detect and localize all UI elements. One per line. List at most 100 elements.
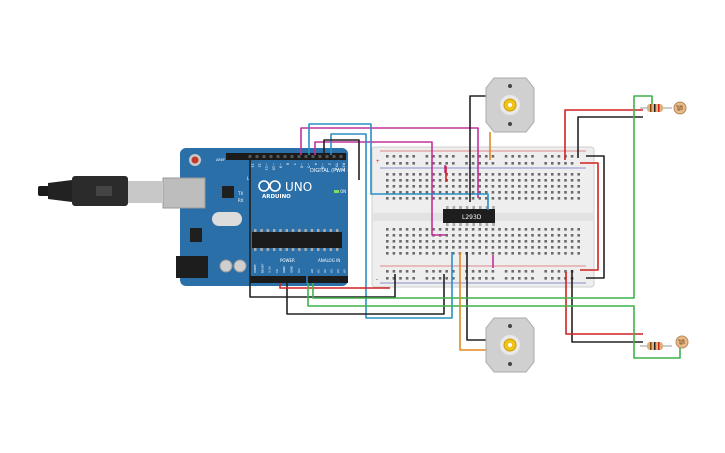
breadboard-hole[interactable] (570, 191, 574, 194)
breadboard-hole[interactable] (551, 246, 554, 249)
breadboard-hole[interactable] (491, 246, 495, 249)
breadboard-hole[interactable] (518, 173, 521, 176)
breadboard-hole[interactable] (485, 162, 488, 165)
breadboard-hole[interactable] (511, 277, 514, 280)
breadboard-hole[interactable] (491, 191, 495, 194)
breadboard-hole[interactable] (518, 270, 521, 273)
breadboard-hole[interactable] (405, 246, 409, 249)
breadboard-hole[interactable] (557, 179, 561, 182)
digital-pin-hole[interactable] (255, 155, 259, 158)
breadboard-hole[interactable] (399, 179, 402, 182)
breadboard-hole[interactable] (432, 191, 435, 194)
breadboard-hole[interactable] (570, 252, 574, 255)
breadboard-hole[interactable] (405, 228, 409, 231)
breadboard-hole[interactable] (405, 197, 409, 200)
breadboard-hole[interactable] (485, 197, 488, 200)
breadboard-hole[interactable] (518, 185, 521, 188)
breadboard-hole[interactable] (412, 173, 415, 176)
breadboard-hole[interactable] (405, 173, 409, 176)
breadboard-hole[interactable] (491, 228, 495, 231)
breadboard-hole[interactable] (419, 185, 422, 188)
breadboard-hole[interactable] (471, 197, 475, 200)
breadboard-hole[interactable] (471, 228, 475, 231)
breadboard-hole[interactable] (471, 155, 475, 158)
breadboard-hole[interactable] (478, 155, 481, 158)
breadboard-hole[interactable] (537, 240, 541, 243)
breadboard-hole[interactable] (531, 191, 534, 194)
breadboard-hole[interactable] (452, 185, 455, 188)
breadboard-hole[interactable] (478, 277, 481, 280)
breadboard-hole[interactable] (504, 270, 508, 273)
breadboard-hole[interactable] (438, 162, 442, 165)
breadboard-hole[interactable] (425, 277, 429, 280)
breadboard-hole[interactable] (465, 197, 468, 200)
breadboard-hole[interactable] (478, 197, 481, 200)
breadboard-hole[interactable] (419, 252, 422, 255)
breadboard-hole[interactable] (504, 185, 508, 188)
breadboard-hole[interactable] (531, 270, 534, 273)
breadboard-hole[interactable] (531, 162, 534, 165)
breadboard-hole[interactable] (511, 155, 514, 158)
breadboard-hole[interactable] (386, 191, 389, 194)
digital-pin-hole[interactable] (297, 155, 301, 158)
breadboard-hole[interactable] (504, 162, 508, 165)
breadboard-hole[interactable] (570, 155, 574, 158)
breadboard-hole[interactable] (419, 191, 422, 194)
breadboard-hole[interactable] (452, 155, 455, 158)
breadboard-hole[interactable] (524, 252, 528, 255)
breadboard-hole[interactable] (478, 270, 481, 273)
breadboard-hole[interactable] (478, 234, 481, 237)
breadboard-hole[interactable] (465, 191, 468, 194)
breadboard-hole[interactable] (452, 197, 455, 200)
breadboard-hole[interactable] (570, 234, 574, 237)
breadboard-hole[interactable] (471, 246, 475, 249)
breadboard-hole[interactable] (445, 155, 448, 158)
wire-green-1[interactable] (312, 95, 653, 299)
breadboard-hole[interactable] (504, 240, 508, 243)
breadboard-hole[interactable] (524, 228, 528, 231)
breadboard-hole[interactable] (465, 173, 468, 176)
breadboard-hole[interactable] (570, 246, 574, 249)
breadboard-hole[interactable] (438, 179, 442, 182)
breadboard-hole[interactable] (471, 234, 475, 237)
breadboard-hole[interactable] (445, 270, 448, 273)
breadboard-hole[interactable] (570, 228, 574, 231)
breadboard-hole[interactable] (524, 179, 528, 182)
dc-motor-top[interactable] (485, 77, 535, 133)
breadboard-hole[interactable] (577, 185, 580, 188)
breadboard-hole[interactable] (544, 246, 547, 249)
breadboard-hole[interactable] (458, 228, 462, 231)
breadboard-hole[interactable] (412, 240, 415, 243)
wire-red-3[interactable] (564, 109, 643, 160)
breadboard-hole[interactable] (551, 191, 554, 194)
breadboard-hole[interactable] (485, 246, 488, 249)
breadboard-hole[interactable] (498, 173, 501, 176)
breadboard-hole[interactable] (564, 173, 567, 176)
breadboard-hole[interactable] (425, 173, 429, 176)
breadboard-hole[interactable] (452, 240, 455, 243)
breadboard-hole[interactable] (511, 179, 514, 182)
breadboard-hole[interactable] (458, 191, 462, 194)
breadboard-hole[interactable] (392, 155, 396, 158)
breadboard-hole[interactable] (405, 191, 409, 194)
breadboard-hole[interactable] (425, 185, 429, 188)
usb-cable[interactable] (38, 176, 162, 206)
breadboard-hole[interactable] (478, 228, 481, 231)
breadboard-hole[interactable] (564, 179, 567, 182)
breadboard-hole[interactable] (557, 191, 561, 194)
breadboard-hole[interactable] (405, 270, 409, 273)
breadboard-hole[interactable] (531, 234, 534, 237)
breadboard-hole[interactable] (485, 155, 488, 158)
breadboard-hole[interactable] (425, 234, 429, 237)
breadboard-hole[interactable] (405, 277, 409, 280)
breadboard-hole[interactable] (445, 246, 448, 249)
breadboard-hole[interactable] (531, 197, 534, 200)
breadboard-hole[interactable] (445, 197, 448, 200)
breadboard-hole[interactable] (478, 191, 481, 194)
breadboard-hole[interactable] (386, 228, 389, 231)
resistor-bottom[interactable] (640, 342, 672, 350)
breadboard-hole[interactable] (531, 240, 534, 243)
breadboard-hole[interactable] (570, 240, 574, 243)
breadboard-hole[interactable] (425, 246, 429, 249)
breadboard-hole[interactable] (386, 246, 389, 249)
